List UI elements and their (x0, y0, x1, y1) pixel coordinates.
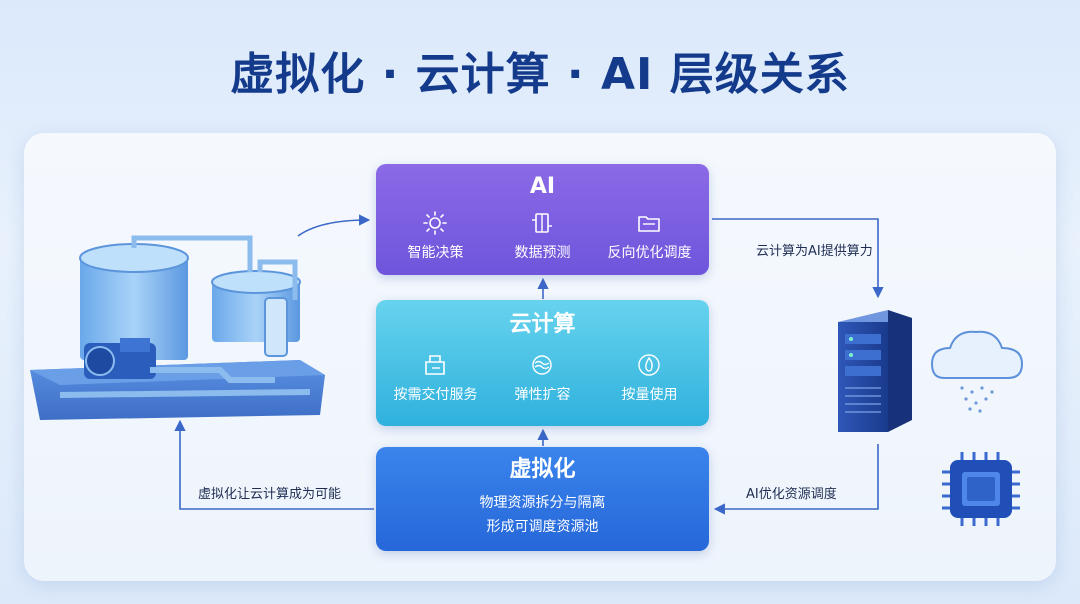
arrow-virt-to-infra (174, 419, 374, 510)
chip-icon (942, 452, 1020, 526)
ai-item-label: 智能决策 (407, 245, 464, 261)
cloud-icon (930, 330, 1024, 413)
ai-item-label: 数据预测 (514, 245, 571, 261)
virtualization-card: 虚拟化 物理资源拆分与隔离 形成可调度资源池 (376, 447, 709, 551)
virtualization-line-1: 物理资源拆分与隔离 (479, 495, 606, 511)
flame-icon (638, 354, 661, 376)
connector-arrows (174, 214, 884, 515)
cloud-item-label: 按量使用 (621, 387, 678, 403)
ai-item-decision: 智能决策 (383, 210, 489, 262)
server-illustration (838, 310, 912, 432)
arrow-server-to-virt (713, 444, 879, 515)
ai-item-optimization: 反向优化调度 (597, 210, 703, 262)
ai-card: AI 智能决策 数据预测 (376, 164, 709, 275)
cloud-card-title: 云计算 (509, 312, 576, 337)
page-title: 虚拟化 · 云计算 · AI 层级关系 (230, 49, 850, 100)
ai-item-label: 反向优化调度 (607, 245, 692, 261)
annotation-ai-optimizes: AI优化资源调度 (746, 487, 837, 502)
virtualization-card-title: 虚拟化 (509, 457, 576, 482)
folder-icon (638, 216, 661, 232)
cloud-card: 云计算 按需交付服务 弹性扩容 按量使用 (376, 300, 709, 426)
network-icon (532, 213, 553, 233)
box-icon (425, 355, 446, 375)
cloud-item-label: 按需交付服务 (393, 387, 478, 403)
cloud-item-pay-per-use: 按量使用 (597, 352, 703, 404)
ai-card-title: AI (529, 174, 556, 199)
cloud-item-elastic: 弹性扩容 (490, 352, 596, 404)
annotation-virt-enables-cloud: 虚拟化让云计算成为可能 (198, 487, 342, 502)
infrastructure-illustration (30, 235, 325, 420)
annotation-cloud-to-ai: 云计算为AI提供算力 (756, 244, 873, 259)
cloud-item-on-demand: 按需交付服务 (383, 352, 489, 404)
virtualization-line-2: 形成可调度资源池 (486, 519, 599, 535)
arrow-infra-to-ai (297, 214, 371, 237)
arrow-ai-to-server (712, 218, 884, 299)
cloud-item-label: 弹性扩容 (514, 387, 571, 403)
waves-icon (532, 355, 553, 375)
ai-item-prediction: 数据预测 (490, 210, 596, 262)
sun-icon (423, 211, 448, 235)
